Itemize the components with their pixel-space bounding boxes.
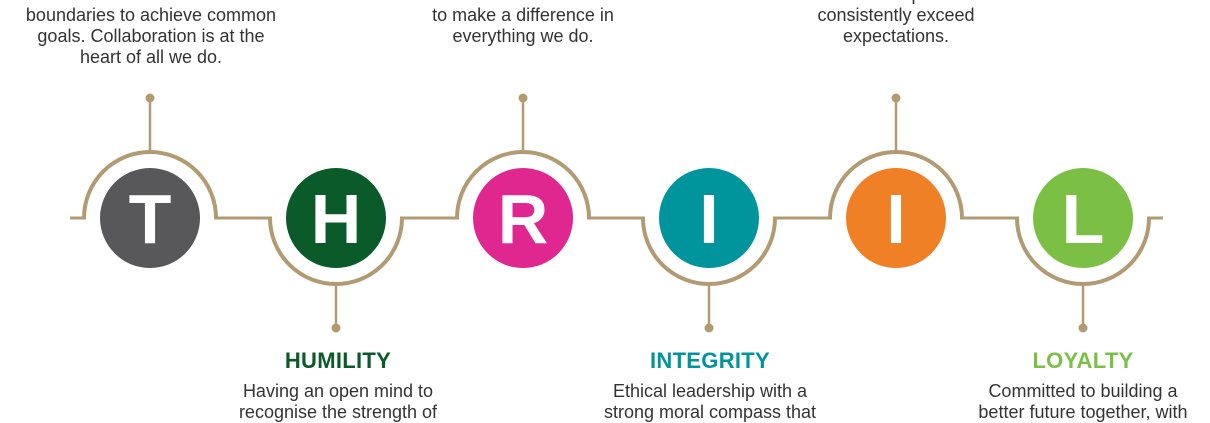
value-h-ring: [268, 217, 404, 286]
value-t-circle: [100, 168, 200, 268]
value-r-dot: [518, 93, 528, 103]
value-i2-circle: [846, 168, 946, 268]
value-t-letter: T: [129, 180, 172, 258]
value-l-description: Committed to building a better future to…: [978, 381, 1188, 422]
value-i-ring: [641, 217, 777, 286]
value-t-dot: [145, 93, 155, 103]
value-l-heading: LOYALTY: [1032, 348, 1134, 373]
value-t-ring: [82, 150, 218, 219]
value-r-description: execution and excellence to make a diffe…: [422, 0, 624, 46]
value-i2-description: and continous improvement to consistentl…: [775, 0, 1016, 46]
value-i2-letter: I: [886, 180, 905, 258]
value-r-letter: R: [498, 180, 549, 258]
value-h-description: Having an open mind to recognise the str…: [238, 381, 438, 422]
value-i-letter: I: [699, 180, 718, 258]
value-h-circle: [286, 168, 386, 268]
value-r-ring: [455, 150, 591, 219]
value-l-circle: [1033, 168, 1133, 268]
value-h-heading: HUMILITY: [284, 348, 392, 373]
value-i2-ring: [828, 150, 964, 219]
value-i-description: Ethical leadership with a strong moral c…: [603, 381, 817, 422]
value-l-ring: [1015, 217, 1151, 286]
value-i2-dot: [891, 93, 901, 103]
value-h-dot: [331, 323, 341, 333]
value-i-dot: [704, 323, 714, 333]
value-i-heading: INTEGRITY: [649, 348, 771, 373]
value-l-letter: L: [1062, 180, 1105, 258]
value-l-dot: [1078, 323, 1088, 333]
value-t-description: divisional and functional boundaries to …: [25, 0, 277, 67]
value-h-letter: H: [311, 180, 362, 258]
value-i-circle: [659, 168, 759, 268]
value-r-circle: [473, 168, 573, 268]
